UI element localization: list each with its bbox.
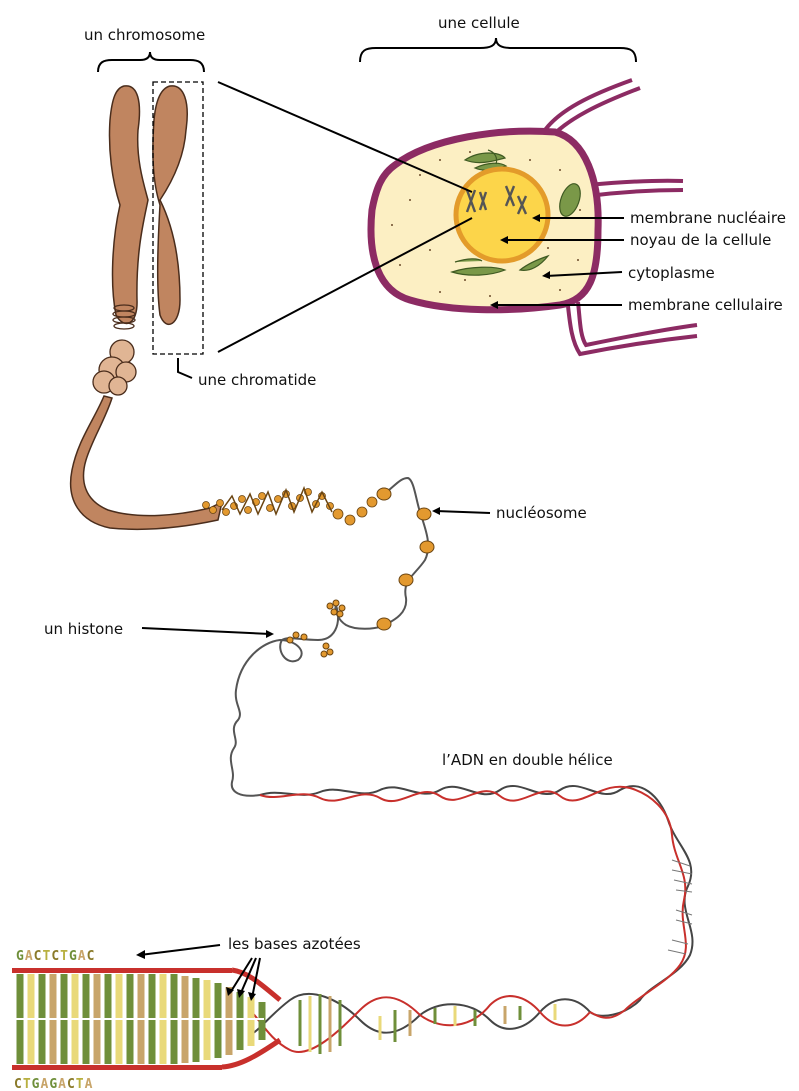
base-letter: T [60,949,69,964]
dna-double-helix [250,786,693,1054]
label-cytoplasm: cytoplasme [628,264,715,282]
ladder-backbone-top [12,968,232,973]
label-cell: une cellule [438,14,520,32]
label-cell-membrane: membrane cellulaire [628,296,783,314]
sequence-bottom: CTGAGACTA [14,1077,93,1091]
helix-strand-red [260,787,686,1018]
base-letter: G [32,1077,41,1091]
arrow-histone [142,628,270,634]
label-bases: les bases azotées [228,935,361,953]
base-letter: C [14,1077,23,1091]
base-letter: A [40,1077,49,1091]
chromosome-brace [98,52,204,72]
chromatid-right [153,86,187,324]
label-nucleus: noyau de la cellule [630,231,771,249]
sequence-top: GACTCTGAC [16,949,95,964]
label-chromatid: une chromatide [198,371,316,389]
base-letter: T [42,949,51,964]
dna-strand [231,478,428,796]
zoom-line-top [218,82,472,192]
label-histone: un histone [44,620,123,638]
sequence-bottom-letters: CTGAGACTA [14,1077,93,1091]
nucleosome-strand [231,478,434,796]
base-letter: C [87,949,96,964]
nucleus [456,169,548,261]
sequence-top-letters: GACTCTGAC [16,949,95,964]
chromosome [71,86,390,529]
helix-rungs [668,860,692,954]
dna-ladder [12,968,280,1070]
arrow-sequence [140,945,220,955]
base-letter: T [23,1077,32,1091]
label-chromosome: un chromosome [84,26,205,44]
base-letter: T [76,1077,85,1091]
arrow-nucleosome [436,511,490,513]
cell-brace [360,38,636,62]
label-double-helix: l’ADN en double hélice [442,751,613,769]
ladder-backbone-bottom [12,1065,222,1070]
chromatid-pointer [178,358,192,378]
base-letter: G [49,1077,58,1091]
base-letter: G [16,949,25,964]
base-letter: C [51,949,60,964]
label-nuclear-membrane: membrane nucléaire [630,209,786,227]
base-letter: A [78,949,87,964]
chromatin-fiber [71,396,222,529]
base-letter: C [34,949,43,964]
base-letter: A [85,1077,94,1091]
base-letter: A [58,1077,67,1091]
chromatid-left [109,86,148,324]
base-letter: A [25,949,34,964]
base-letter: G [69,949,78,964]
base-letter: C [67,1077,76,1091]
label-nucleosome: nucléosome [496,504,587,522]
ladder-bond-dots [14,1018,264,1020]
helix-strand-dark [260,786,693,1016]
